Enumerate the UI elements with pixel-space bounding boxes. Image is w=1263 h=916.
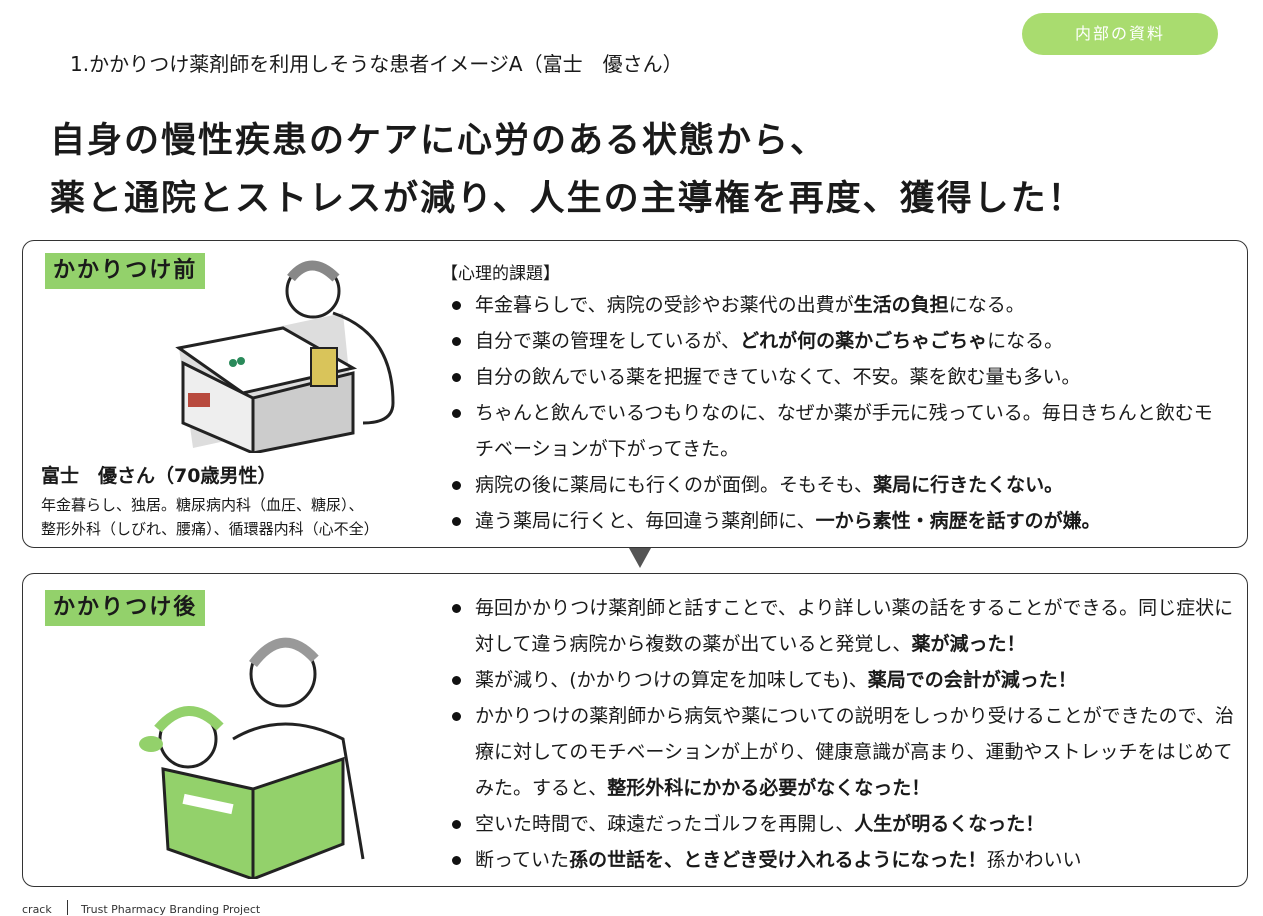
footer-brand: crack bbox=[22, 903, 52, 916]
emphasized-text: 孫の世話を、ときどき受け入れるようになった！ bbox=[569, 849, 987, 871]
emphasized-text: 薬が減った！ bbox=[911, 633, 1026, 655]
after-bullet-item: 毎回かかりつけ薬剤師と話すことで、より詳しい薬の話をすることができる。同じ症状に… bbox=[447, 590, 1237, 662]
footer-divider bbox=[67, 900, 68, 915]
after-bullet-list: 毎回かかりつけ薬剤師と話すことで、より詳しい薬の話をすることができる。同じ症状に… bbox=[447, 590, 1237, 878]
after-label: かかりつけ後 bbox=[45, 590, 206, 626]
before-bullet-item: 自分で薬の管理をしているが、どれが何の薬かごちゃごちゃになる。 bbox=[447, 323, 1227, 359]
before-bullet-list: 年金暮らしで、病院の受診やお薬代の出費が生活の負担になる。自分で薬の管理をしてい… bbox=[447, 287, 1227, 539]
after-bullet-item: かかりつけの薬剤師から病気や薬についての説明をしっかり受けることができたので、治… bbox=[447, 698, 1237, 806]
emphasized-text: 生活の負担 bbox=[853, 294, 949, 316]
before-bullet-item: 自分の飲んでいる薬を把握できていなくて、不安。薬を飲む量も多い。 bbox=[447, 359, 1227, 395]
headline-line-1: 自身の慢性疾患のケアに心労のある状態から、 bbox=[50, 121, 828, 161]
slide-subtitle: 1.かかりつけ薬剤師を利用しそうな患者イメージA（富士 優さん） bbox=[70, 52, 683, 76]
before-bullet-item: ちゃんと飲んでいるつもりなのに、なぜか薬が手元に残っている。毎日きちんと飲むモチ… bbox=[447, 395, 1227, 467]
bullet-text: になる。 bbox=[987, 330, 1064, 352]
bullet-text: 孫かわいい bbox=[986, 849, 1082, 871]
after-bullet-item: 薬が減り、(かかりつけの算定を加味しても)、薬局での会計が減った！ bbox=[447, 662, 1237, 698]
bullet-text: ちゃんと飲んでいるつもりなのに、なぜか薬が手元に残っている。毎日きちんと飲むモチ… bbox=[475, 402, 1213, 460]
after-section: かかりつけ後 毎回かかりつけ薬剤師と話すことで、より詳しい薬の話をすることができ… bbox=[22, 573, 1248, 887]
before-bullet-item: 年金暮らしで、病院の受診やお薬代の出費が生活の負担になる。 bbox=[447, 287, 1227, 323]
person-name: 富士 優さん（70歳男性） bbox=[41, 465, 277, 487]
emphasized-text: どれが何の薬かごちゃごちゃ bbox=[740, 330, 988, 352]
bullet-text: かかりつけの薬剤師から病気や薬についての説明をしっかり受けることができたので、治… bbox=[475, 705, 1234, 799]
bullet-text: 自分で薬の管理をしているが、 bbox=[475, 330, 741, 352]
after-bullet-item: 空いた時間で、疎遠だったゴルフを再開し、人生が明るくなった！ bbox=[447, 806, 1237, 842]
bullet-text: 病院の後に薬局にも行くのが面倒。そもそも、 bbox=[475, 474, 874, 496]
psychological-issues-heading: 【心理的課題】 bbox=[441, 264, 560, 284]
bullet-text: 薬が減り、(かかりつけの算定を加味しても)、 bbox=[475, 669, 868, 691]
grandfather-reading-book-illustration bbox=[139, 637, 365, 879]
bullet-text: になる。 bbox=[948, 294, 1025, 316]
bullet-text: 空いた時間で、疎遠だったゴルフを再開し、 bbox=[475, 813, 855, 835]
emphasized-text: 整形外科にかかる必要がなくなった！ bbox=[607, 777, 931, 799]
footer-project: Trust Pharmacy Branding Project bbox=[81, 903, 261, 916]
person-description-line: 年金暮らし、独居。糖尿病内科（血圧、糖尿）、 bbox=[41, 496, 364, 514]
emphasized-text: 人生が明るくなった！ bbox=[854, 813, 1045, 835]
down-arrow-icon bbox=[629, 548, 651, 568]
internal-document-badge: 内部の資料 bbox=[1022, 13, 1218, 55]
bullet-text: 毎回かかりつけ薬剤師と話すことで、より詳しい薬の話をすることができる。同じ症状に… bbox=[475, 597, 1234, 655]
before-bullet-item: 違う薬局に行くと、毎回違う薬剤師に、一から素性・病歴を話すのが嫌。 bbox=[447, 503, 1227, 539]
person-description: 年金暮らし、独居。糖尿病内科（血圧、糖尿）、 整形外科（しびれ、腰痛）、循環器内… bbox=[41, 493, 379, 541]
elderly-man-with-medicine-illustration bbox=[175, 260, 395, 453]
bullet-text: 断っていた bbox=[475, 849, 570, 871]
before-section: かかりつけ前 富士 優さん（70歳男性） 年金暮らし、独居。糖尿病内科（血圧、糖… bbox=[22, 240, 1248, 548]
before-label: かかりつけ前 bbox=[45, 253, 206, 289]
emphasized-text: 薬局に行きたくない。 bbox=[873, 474, 1064, 496]
bullet-text: 自分の飲んでいる薬を把握できていなくて、不安。薬を飲む量も多い。 bbox=[475, 366, 1081, 388]
bullet-text: 年金暮らしで、病院の受診やお薬代の出費が bbox=[475, 294, 854, 316]
after-bullet-item: 断っていた孫の世話を、ときどき受け入れるようになった！孫かわいい bbox=[447, 842, 1237, 878]
person-description-line: 整形外科（しびれ、腰痛）、循環器内科（心不全） bbox=[41, 520, 379, 538]
before-bullet-item: 病院の後に薬局にも行くのが面倒。そもそも、薬局に行きたくない。 bbox=[447, 467, 1227, 503]
bullet-text: 違う薬局に行くと、毎回違う薬剤師に、 bbox=[475, 510, 816, 532]
headline-line-2: 薬と通院とストレスが減り、人生の主導権を再度、獲得した！ bbox=[50, 179, 1085, 219]
emphasized-text: 薬局での会計が減った！ bbox=[867, 669, 1077, 691]
emphasized-text: 一から素性・病歴を話すのが嫌。 bbox=[815, 510, 1101, 532]
